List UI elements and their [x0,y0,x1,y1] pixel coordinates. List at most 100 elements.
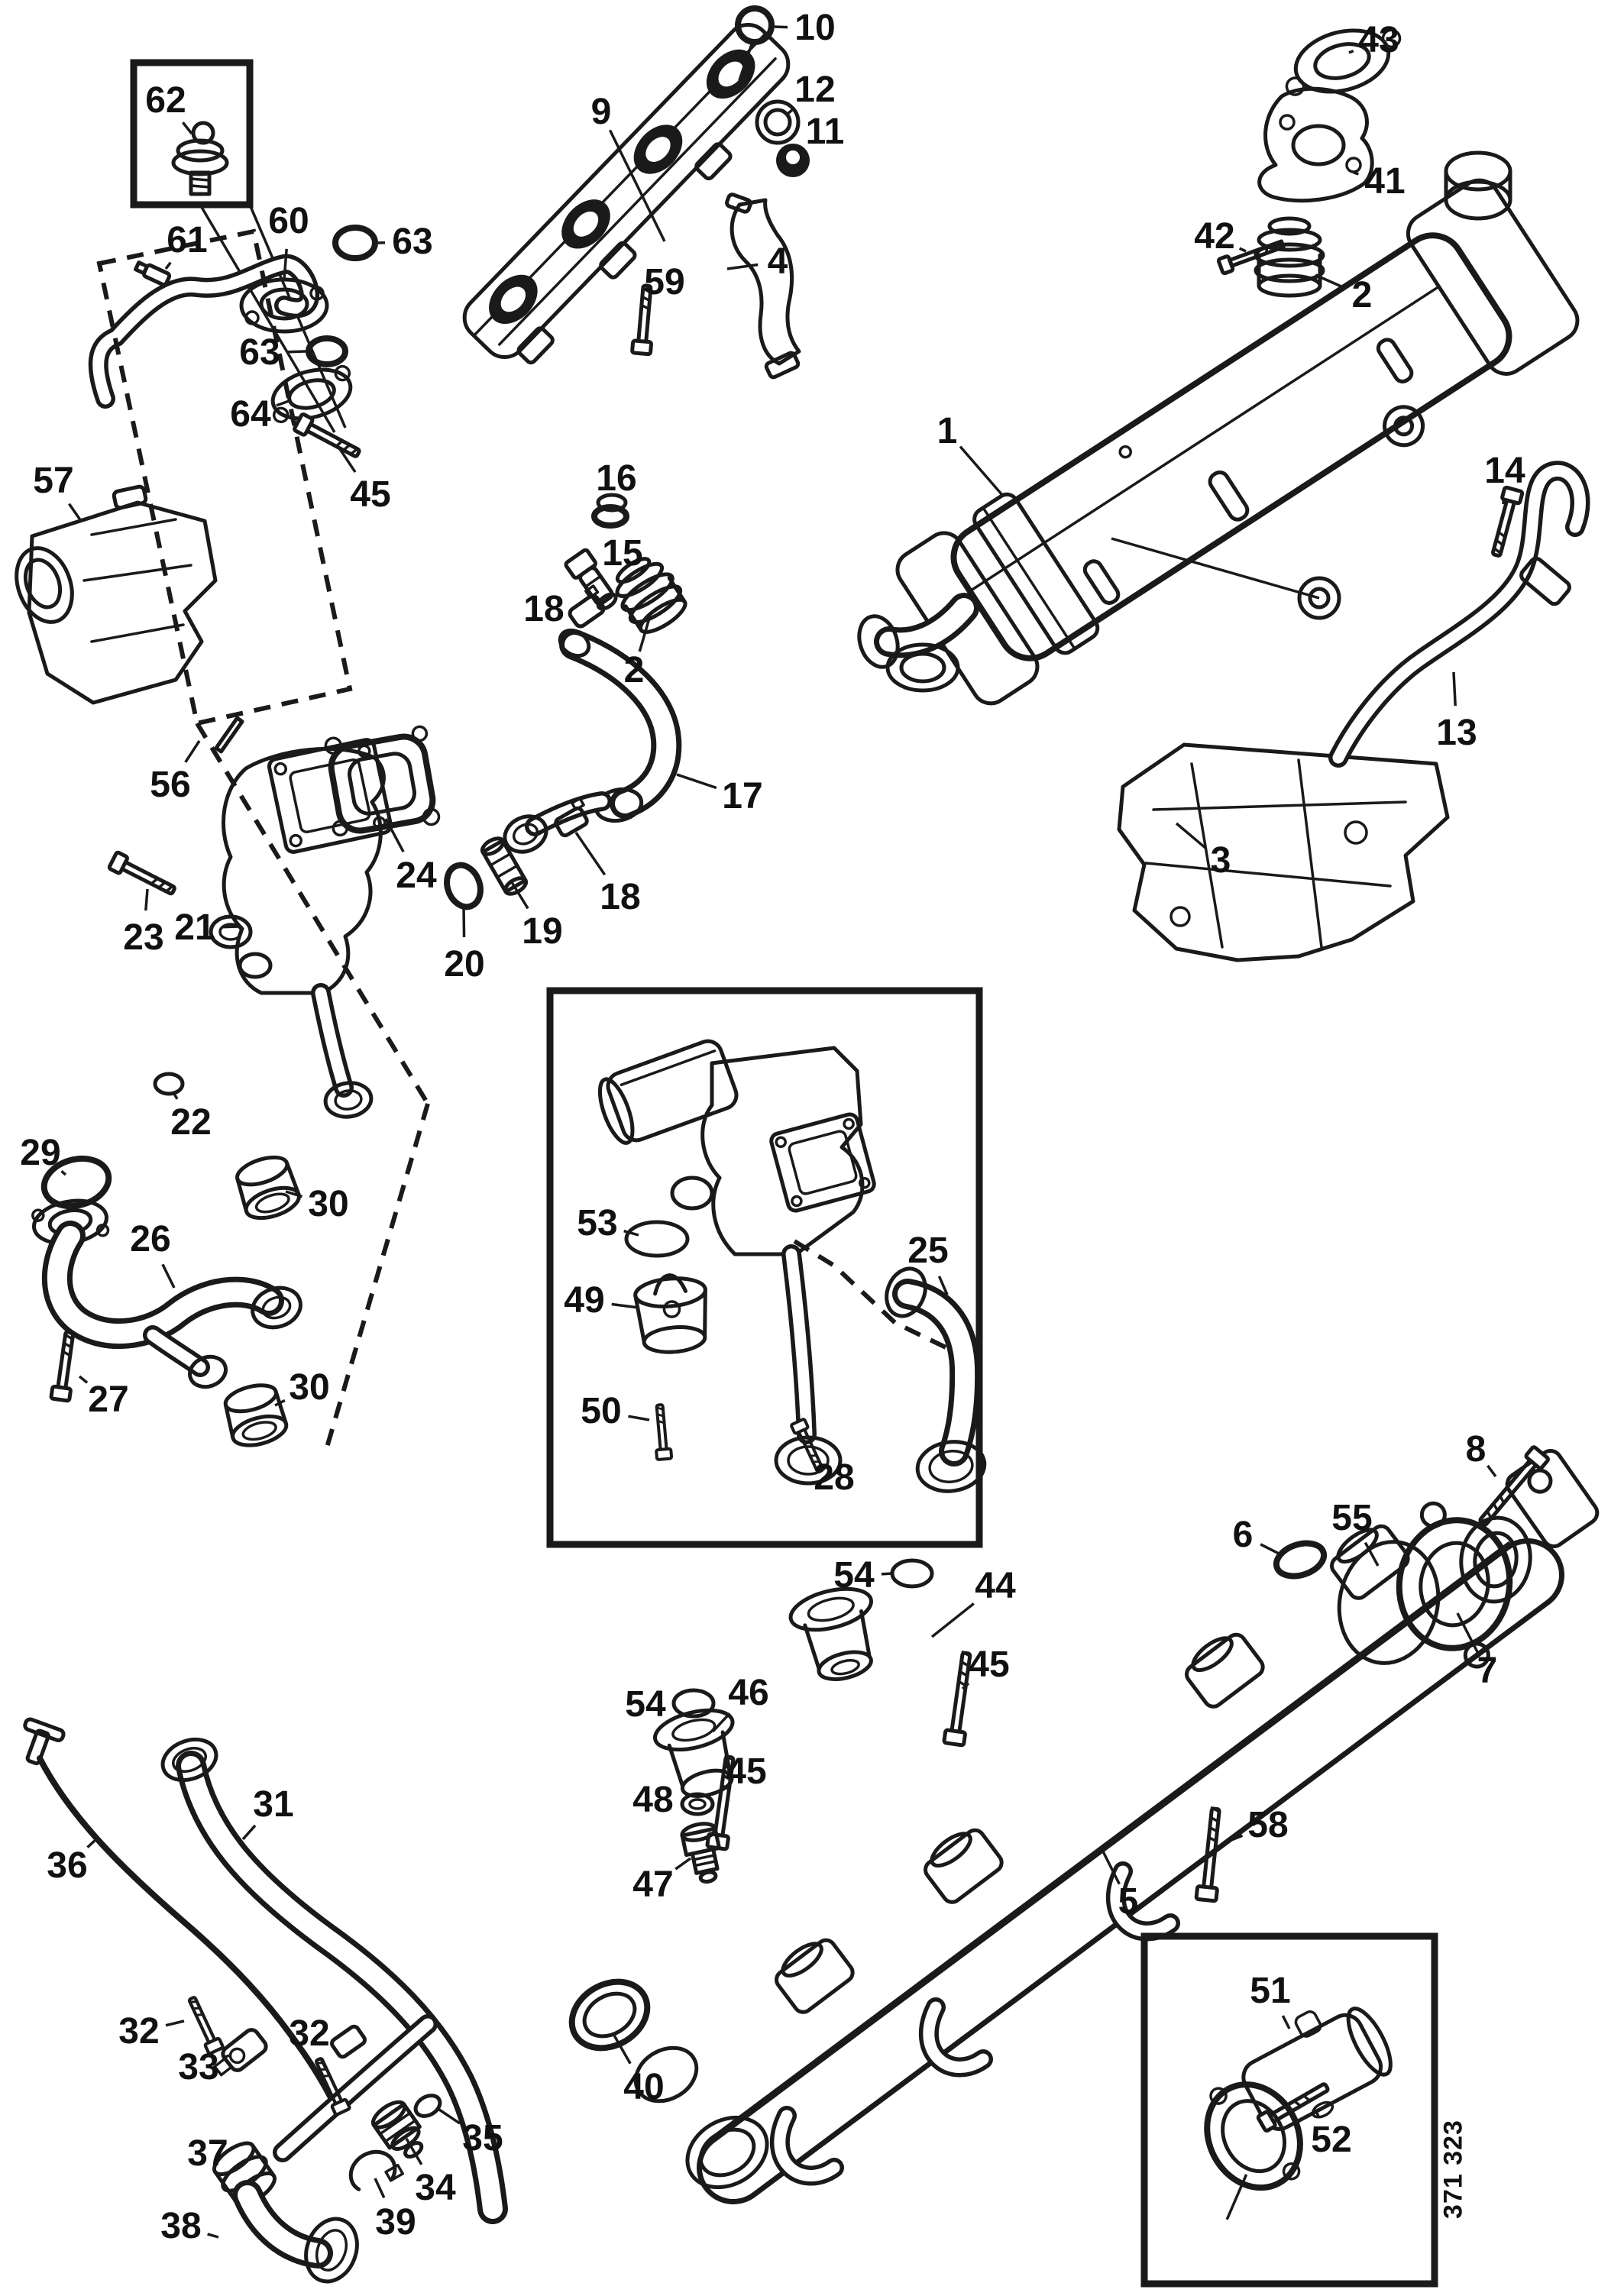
leader-line-6 [1260,1543,1283,1557]
leader-line-56 [184,740,201,763]
inset-housing-part [597,1039,947,1486]
clamp-18a-part [568,584,606,629]
callout-6: 6 [1232,1515,1254,1555]
leader-line-2 [638,615,652,652]
callout-49: 49 [564,1280,605,1321]
bracket-3-part [1117,742,1450,962]
callout-1: 1 [937,411,958,451]
callout-58: 58 [1247,1805,1289,1845]
hose-13-part [1328,461,1590,768]
callout-56: 56 [150,765,191,805]
callout-12: 12 [794,70,836,110]
fitting-61-part [134,260,172,287]
leader-line-29 [60,1169,67,1176]
sensor-47-part [680,1822,722,1884]
callout-27: 27 [88,1379,129,1420]
leader-line-45 [338,448,357,474]
callout-31: 31 [253,1784,294,1825]
leader-line-64 [276,399,292,407]
callout-64: 64 [230,394,271,435]
callout-29: 29 [20,1133,61,1173]
bolt-52-part [1256,2082,1330,2133]
callout-2: 2 [623,650,645,690]
leader-line-34 [405,2138,423,2165]
cooler-sensor-part [1111,537,1341,620]
leader-line-31 [241,1824,257,1841]
leader-line-30 [274,1399,286,1407]
dipstick-tube-36-part [23,1717,338,2108]
callout-36: 36 [47,1845,88,1886]
leader-line-58 [1223,1834,1244,1845]
leader-line-32 [165,2020,185,2027]
callout-47: 47 [632,1864,674,1905]
bellows-2a-part [1254,216,1325,298]
leader-line-12 [785,107,795,116]
callout-30: 30 [308,1184,349,1224]
fitting-19-part [480,836,529,896]
callout-55: 55 [1331,1498,1373,1538]
callout-57: 57 [33,461,74,501]
sleeve-40-part [568,1978,699,2104]
callout-20: 20 [444,944,485,985]
callout-37: 37 [187,2133,228,2174]
callout-30: 30 [289,1367,330,1408]
leader-line-17 [676,773,717,790]
callout-10: 10 [794,8,836,48]
leader-line-38 [207,2233,219,2239]
leader-line-62 [181,121,193,135]
leader-line-46 [711,1712,731,1733]
callout-48: 48 [632,1780,674,1820]
oring-6-part [1273,1540,1328,1580]
callout-11: 11 [805,112,845,152]
leader-line-35 [436,2107,461,2125]
oring-10-part [735,5,775,45]
sensor-clip-62-part [171,121,229,196]
callout-39: 39 [375,2202,416,2243]
callout-35: 35 [462,2118,503,2159]
leader-line-54 [881,1572,893,1576]
oring-63a-part [332,225,378,261]
leader-line-9 [608,129,666,242]
callout-54: 54 [625,1684,666,1725]
coolant-pipe-26-part [31,1198,302,1389]
callout-19: 19 [522,911,563,952]
callout-18: 18 [600,877,641,917]
callout-45: 45 [969,1644,1010,1685]
bypass-elbow-25-part [885,1266,987,1493]
bellows-2b-part [615,557,687,634]
callout-14: 14 [1484,451,1525,491]
oring-35-part [413,2094,442,2118]
callout-38: 38 [160,2206,202,2246]
leader-line-21 [222,925,239,929]
egr-valve-57-part [15,484,218,705]
callout-3: 3 [1210,840,1231,881]
callout-54: 54 [833,1555,875,1596]
callout-32: 32 [118,2011,160,2052]
oring-20-part [444,862,484,910]
leader-line-49 [611,1302,639,1309]
callout-63: 63 [239,332,280,373]
bracket-4-part [725,192,801,380]
callout-8: 8 [1465,1429,1487,1470]
dashed-pointer-1 [195,722,430,1105]
callout-7: 7 [1477,1651,1498,1691]
callout-42: 42 [1194,216,1235,257]
oring-29-part [40,1155,112,1210]
oring-12-part [755,99,801,145]
leader-line-8 [1487,1464,1497,1478]
valve-housing-41-part [1257,86,1374,203]
callout-26: 26 [130,1219,171,1260]
flange-7-part [1396,1501,1513,1669]
leader-line-36 [86,1838,98,1848]
leader-line-32 [319,2058,328,2071]
dashed-pointer-2 [322,1103,430,1456]
leader-line-50 [628,1415,650,1421]
callout-45: 45 [350,474,391,515]
leader-line-55 [1364,1541,1380,1567]
inset-box-51 [1140,1932,1438,2288]
leader-line-4 [726,263,759,270]
callout-25: 25 [907,1230,949,1271]
callout-5: 5 [1118,1881,1139,1922]
callout-63: 63 [392,222,433,262]
